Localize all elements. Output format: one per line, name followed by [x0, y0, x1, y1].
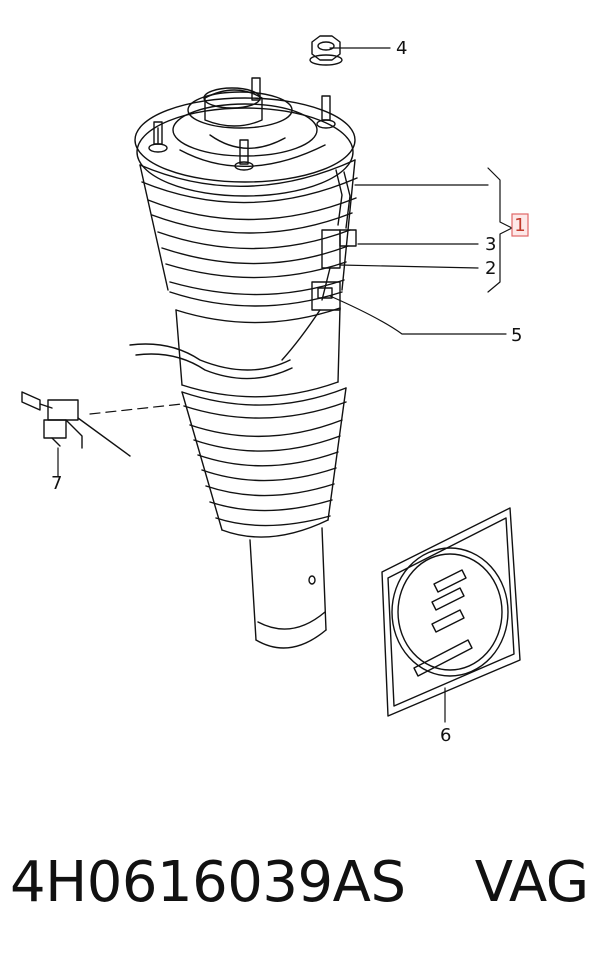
callout-2: 2 — [485, 258, 496, 279]
callout-4: 4 — [396, 38, 407, 59]
seal-kit-packet-part-6 — [381, 507, 521, 717]
callout-1-box — [511, 213, 529, 237]
strut-top-mount — [134, 77, 356, 197]
flange-nut-part-4 — [309, 35, 343, 66]
upper-air-bellow — [139, 159, 358, 296]
damper-tube — [249, 527, 327, 649]
part-number-caption: 4H0616039AS VAG — [10, 850, 589, 915]
callout-6: 6 — [440, 725, 451, 746]
callout-5: 5 — [511, 325, 522, 346]
strut-housing — [129, 291, 343, 398]
mount-studs — [148, 77, 336, 171]
callout-3: 3 — [485, 234, 496, 255]
callout-1: 1 — [514, 215, 525, 236]
leader-lines — [57, 47, 513, 723]
lower-air-bellow — [181, 387, 347, 538]
cable-clip-part-7 — [21, 391, 131, 457]
callout-7: 7 — [51, 473, 62, 494]
wiring-harness — [281, 169, 357, 361]
